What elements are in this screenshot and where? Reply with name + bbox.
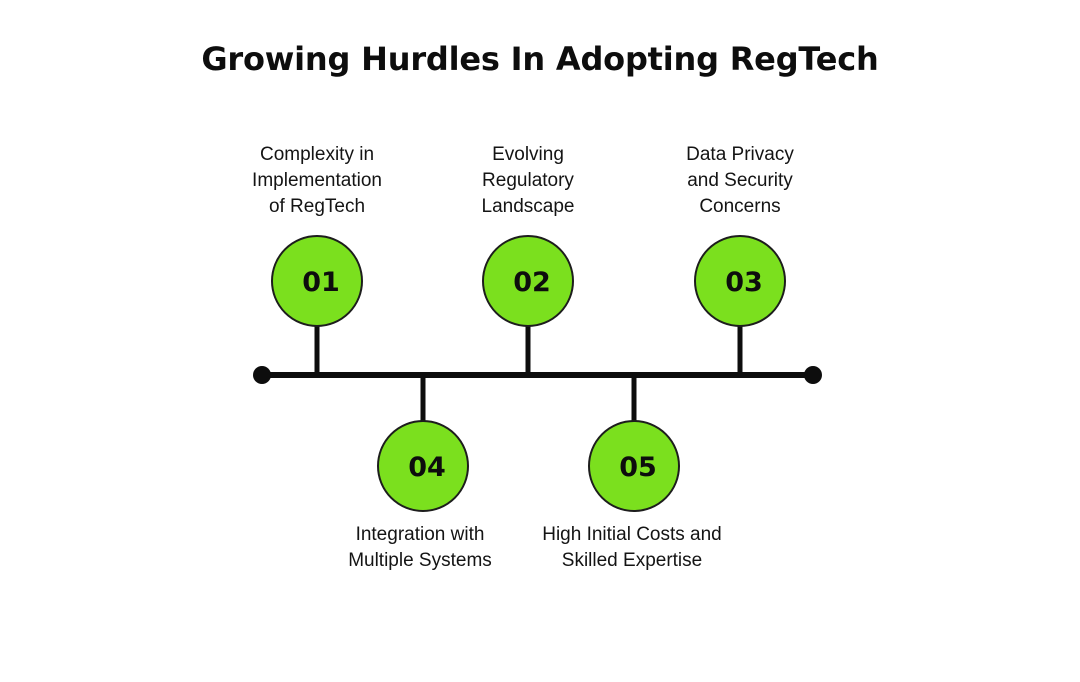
node-number-03: 03 [725, 267, 763, 298]
node-label-01: Complexity in Implementation of RegTech [252, 144, 382, 217]
node-circle-05[interactable] [588, 420, 680, 512]
timeline-node-02[interactable]: 02 [482, 235, 574, 327]
node-number-02: 02 [513, 267, 551, 298]
node-label-03: Data Privacy and Security Concerns [686, 144, 794, 217]
timeline-node-03[interactable]: 03 [694, 235, 786, 327]
node-number-01: 01 [302, 267, 340, 298]
node-label-05: High Initial Costs and Skilled Expertise [542, 524, 722, 571]
node-circle-04[interactable] [377, 420, 469, 512]
timeline-node-01[interactable]: 01 [271, 235, 363, 327]
timeline-node-04[interactable]: 04 [377, 420, 469, 512]
page-title: Growing Hurdles In Adopting RegTech [201, 40, 879, 78]
node-circle-02[interactable] [482, 235, 574, 327]
node-label-04: Integration with Multiple Systems [348, 524, 492, 571]
timeline-end-dot [804, 366, 822, 384]
node-number-04: 04 [408, 452, 446, 483]
timeline-node-05[interactable]: 05 [588, 420, 680, 512]
node-circle-03[interactable] [694, 235, 786, 327]
node-circle-01[interactable] [271, 235, 363, 327]
node-label-02: Evolving Regulatory Landscape [481, 144, 575, 217]
node-number-05: 05 [619, 452, 657, 483]
timeline-start-dot [253, 366, 271, 384]
